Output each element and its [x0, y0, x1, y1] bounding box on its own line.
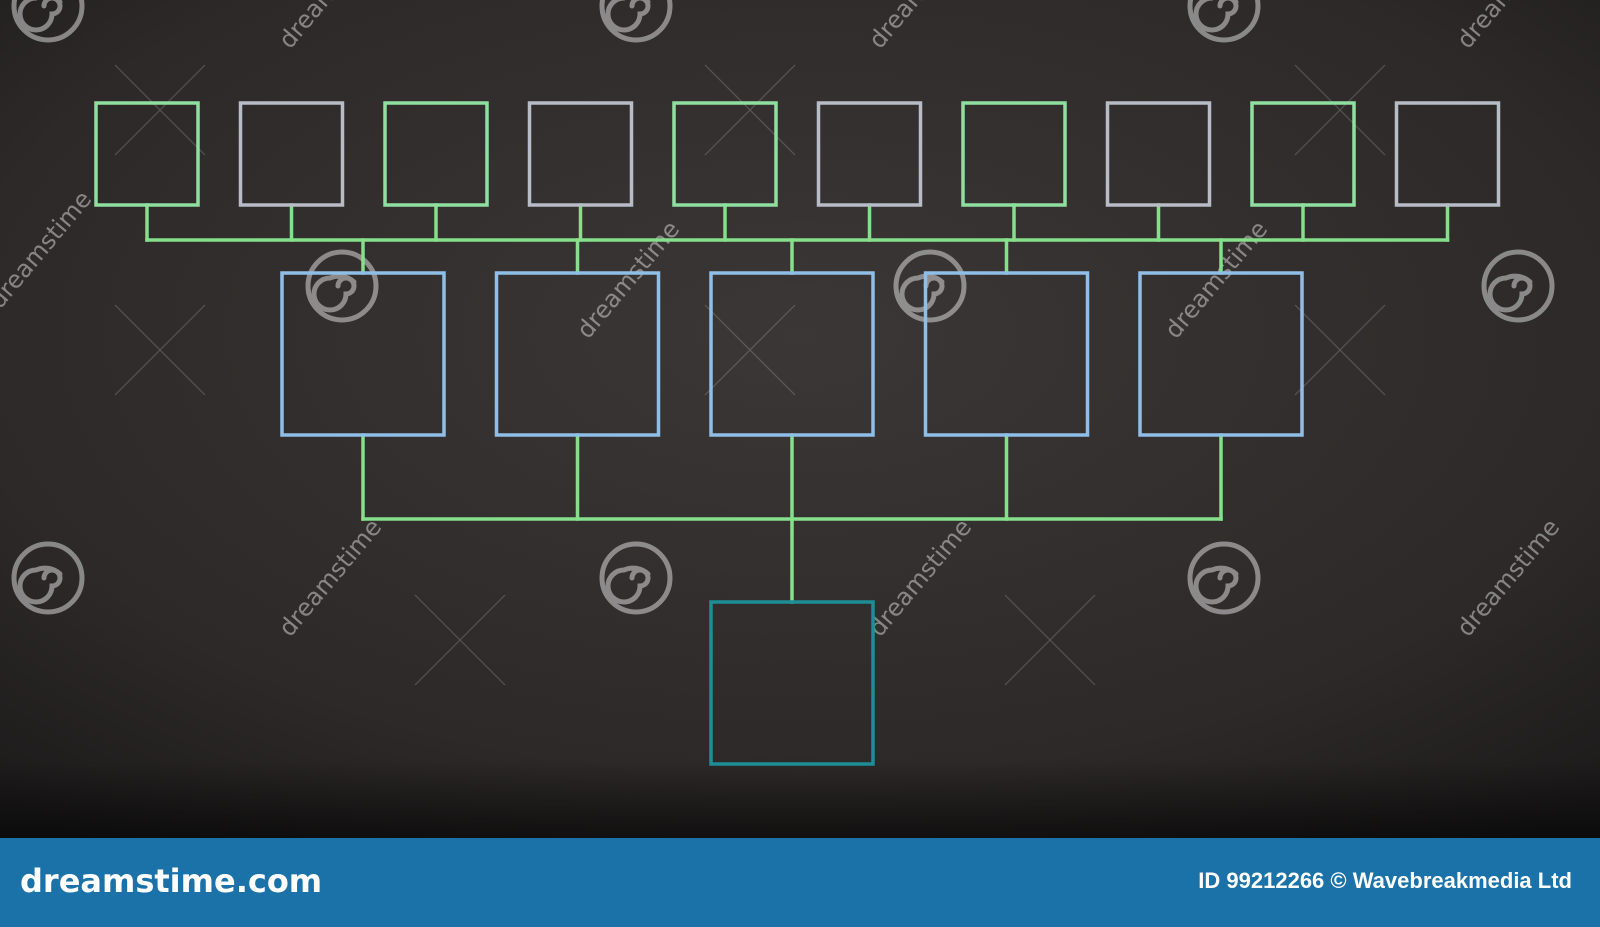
watermark-cross-mark	[1294, 304, 1386, 396]
tree-boxes	[94, 101, 1501, 766]
chalkboard-background	[0, 0, 1600, 838]
great-grandparent-box[interactable]	[1105, 101, 1212, 207]
great-grandparent-box[interactable]	[816, 101, 923, 207]
great-grandparent-box[interactable]	[961, 101, 1067, 207]
great-grandparent-box[interactable]	[94, 101, 200, 207]
watermark-cross-mark	[1004, 594, 1096, 686]
spiral-logo-icon	[1187, 0, 1261, 43]
spiral-logo-icon	[599, 541, 673, 615]
spiral-logo-icon	[305, 249, 379, 323]
spiral-logo-icon	[11, 0, 85, 43]
spiral-logo-icon	[599, 0, 673, 43]
spiral-logo-icon	[1481, 249, 1555, 323]
chalkboard-bottom-shade	[0, 760, 1600, 838]
root-person-box[interactable]	[709, 600, 875, 766]
grandparent-box[interactable]	[709, 271, 875, 437]
footer-logo-text[interactable]: dreamstime.com	[20, 862, 323, 900]
footer-bar: dreamstime.com ID 99212266 © Wavebreakme…	[0, 838, 1600, 927]
watermark-cross-mark	[704, 304, 796, 396]
watermark-cross-mark	[114, 64, 206, 156]
spiral-logo-icon	[1187, 541, 1261, 615]
watermark-cross-mark	[114, 304, 206, 396]
great-grandparent-box[interactable]	[672, 101, 778, 207]
great-grandparent-box[interactable]	[1250, 101, 1356, 207]
great-grandparent-box[interactable]	[527, 101, 634, 207]
watermark-cross-mark	[704, 64, 796, 156]
grandparent-box[interactable]	[494, 271, 661, 437]
watermark-cross-mark	[1294, 64, 1386, 156]
grandparent-box[interactable]	[1138, 271, 1304, 437]
great-grandparent-box[interactable]	[238, 101, 345, 207]
connector-lines	[145, 203, 1450, 604]
great-grandparent-box[interactable]	[383, 101, 489, 207]
watermark-cross-mark	[414, 594, 506, 686]
footer-credit-text: ID 99212266 © Wavebreakmedia Ltd	[1198, 868, 1572, 893]
spiral-logo-icon	[11, 541, 85, 615]
grandparent-box[interactable]	[280, 271, 446, 437]
spiral-logo-icon	[893, 249, 967, 323]
great-grandparent-box[interactable]	[1394, 101, 1501, 207]
grandparent-box[interactable]	[923, 271, 1090, 437]
